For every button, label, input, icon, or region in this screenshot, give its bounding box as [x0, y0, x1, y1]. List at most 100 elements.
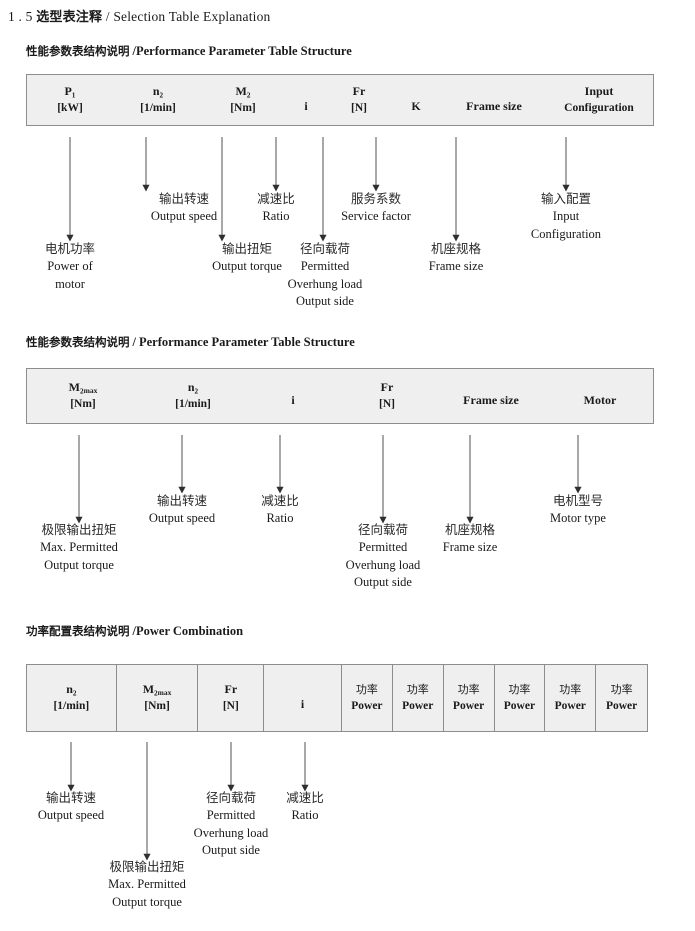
annotation-3-overhung-load-cn: 径向载荷: [205, 790, 256, 805]
table3-col-power-6-en: Power: [605, 699, 638, 712]
table2-col-m2max: M₂max [Nm]: [27, 369, 139, 423]
table1-col-n2-unit: [1/min]: [140, 102, 176, 115]
table3-col-power-2-cn: 功率: [406, 682, 429, 696]
annotation-2-overhung-load-en-2: Overhung load: [345, 557, 421, 572]
annotation-3-output-speed: 输出转速 Output speed: [14, 789, 128, 825]
table3-col-fr: Fr [N]: [198, 665, 265, 731]
table2-col-m2max-unit: [Nm]: [70, 398, 96, 411]
annotation-2-output-speed: 输出转速 Output speed: [122, 492, 242, 528]
table1-col-i: i: [283, 75, 329, 125]
power-combination-table: n₂ [1/min] M₂max [Nm] Fr [N] i 功率 Power …: [26, 664, 648, 732]
table3-col-m2max-symbol: M₂max: [142, 681, 172, 697]
table3-col-m2max-unit: [Nm]: [144, 700, 170, 713]
annotation-1-output-speed: 输出转速 Output speed: [86, 190, 282, 226]
table3-col-power-3-en: Power: [452, 699, 485, 712]
table2-col-motor-label: Motor: [583, 392, 617, 407]
section-heading-1-chinese: 性能参数表结构说明: [26, 44, 130, 58]
annotation-1-overhung-load-en-2: Overhung load: [287, 276, 363, 291]
annotation-2-overhung-load-en-1: Permitted: [358, 539, 408, 554]
annotation-3-output-speed-en-1: Output speed: [37, 807, 105, 822]
annotation-1-overhung-load-en-3: Output side: [296, 294, 354, 309]
table2-col-i: i: [247, 369, 339, 423]
page-title-english: Selection Table Explanation: [113, 9, 271, 24]
table3-col-power-6-cn: 功率: [610, 682, 633, 696]
annotation-2-motor-type-cn: 电机型号: [552, 493, 603, 508]
table1-col-frame-size: Frame size: [443, 75, 545, 125]
annotation-3-ratio-en-1: Ratio: [291, 807, 319, 822]
annotation-1-motor-power-en-2: motor: [55, 276, 85, 291]
table3-col-m2max: M₂max [Nm]: [117, 665, 199, 731]
annotation-3-max-output-torque: 极限输出扭矩 Max. Permitted Output torque: [80, 858, 214, 911]
table1-col-n2: n₂ [1/min]: [113, 75, 203, 125]
table3-col-power-1-cn: 功率: [355, 682, 378, 696]
page-title-number: 1 . 5: [8, 9, 33, 24]
section-heading-2-chinese: 性能参数表结构说明: [26, 335, 130, 349]
table2-col-m2max-symbol: M₂max: [68, 379, 98, 395]
annotation-1-input-configuration-cn: 输入配置: [540, 191, 591, 206]
annotation-1-service-factor-cn: 服务系数: [350, 191, 401, 206]
table2-col-frame-size-label: Frame size: [463, 392, 519, 407]
annotation-1-input-configuration: 输入配置 Input Configuration: [504, 190, 628, 243]
annotation-3-overhung-load-en-3: Output side: [202, 843, 260, 858]
table1-col-input-line2: Configuration: [564, 102, 634, 115]
table1-col-input-configuration: Input Configuration: [545, 75, 653, 125]
page-title-separator: /: [105, 9, 110, 24]
table1-col-frame-size-label: Frame size: [466, 98, 522, 113]
table2-col-fr-symbol: Fr: [380, 379, 394, 394]
annotation-2-overhung-load: 径向载荷 Permitted Overhung load Output side: [324, 521, 442, 592]
annotation-1-input-configuration-en-2: Configuration: [530, 226, 602, 241]
annotation-2-max-output-torque-cn: 极限输出扭矩: [41, 522, 117, 537]
annotation-1-ratio-cn: 减速比: [257, 191, 295, 206]
annotation-1-motor-power-cn: 电机功率: [44, 241, 95, 256]
annotation-1-output-speed-cn: 输出转速: [158, 191, 209, 206]
table2-col-fr-unit: [N]: [379, 398, 395, 411]
table2-col-fr: Fr [N]: [339, 369, 435, 423]
section-heading-3-chinese: 功率配置表结构说明: [26, 624, 130, 638]
table1-col-input-line1: Input: [584, 83, 614, 98]
table3-col-power-1: 功率 Power: [342, 665, 393, 731]
annotation-2-ratio-en-1: Ratio: [266, 510, 294, 525]
annotation-2-max-output-torque: 极限输出扭矩 Max. Permitted Output torque: [14, 521, 144, 574]
table1-col-p1-symbol: P₁: [64, 83, 76, 98]
table3-col-power-3: 功率 Power: [444, 665, 495, 731]
annotation-2-output-speed-en-1: Output speed: [148, 510, 216, 525]
page-title: 1 . 5 选型表注释 / Selection Table Explanatio…: [8, 6, 271, 25]
page-title-chinese: 选型表注释: [36, 10, 103, 25]
table1-col-n2-symbol: n₂: [152, 83, 164, 98]
annotation-1-ratio: 减速比 Ratio: [226, 190, 326, 226]
performance-parameter-table-1: P₁ [kW] n₂ [1/min] M₂ [Nm] i Fr [N] K Fr…: [26, 74, 654, 126]
annotation-2-ratio: 减速比 Ratio: [238, 492, 322, 528]
annotation-1-input-configuration-en-1: Input: [552, 208, 580, 223]
annotation-1-overhung-load: 径向载荷 Permitted Overhung load Output side: [266, 240, 384, 311]
table3-col-power-5-en: Power: [554, 699, 586, 712]
section-heading-2-english: Performance Parameter Table Structure: [138, 335, 355, 349]
annotation-2-motor-type: 电机型号 Motor type: [524, 492, 632, 528]
annotation-1-frame-size-cn: 机座规格: [430, 241, 481, 256]
annotation-3-max-output-torque-en-1: Max. Permitted: [108, 876, 186, 891]
table3-col-power-2-en: Power: [402, 699, 434, 712]
table2-col-n2: n₂ [1/min]: [139, 369, 247, 423]
section-heading-3-separator: /: [132, 624, 136, 638]
annotation-2-frame-size: 机座规格 Frame size: [420, 521, 520, 557]
table1-col-i-symbol: i: [304, 98, 308, 113]
section-heading-2-separator: /: [132, 335, 136, 349]
annotation-1-overhung-load-en-1: Permitted: [300, 258, 350, 273]
table3-col-n2-unit: [1/min]: [53, 700, 90, 713]
annotation-2-frame-size-en-1: Frame size: [442, 539, 498, 554]
table1-col-fr-symbol: Fr: [352, 83, 366, 98]
section-heading-2: 性能参数表结构说明 / Performance Parameter Table …: [26, 334, 355, 350]
annotation-2-overhung-load-en-3: Output side: [354, 575, 412, 590]
annotation-1-overhung-load-cn: 径向载荷: [299, 241, 350, 256]
annotation-1-service-factor: 服务系数 Service factor: [318, 190, 434, 226]
annotation-2-max-output-torque-en-2: Output torque: [44, 557, 114, 572]
annotation-2-motor-type-en-1: Motor type: [550, 510, 606, 525]
annotation-1-motor-power-en-1: Power of: [47, 258, 93, 273]
table3-col-power-6: 功率 Power: [596, 665, 647, 731]
table1-col-fr: Fr [N]: [329, 75, 389, 125]
table2-col-n2-unit: [1/min]: [175, 398, 211, 411]
annotation-3-overhung-load-en-1: Permitted: [206, 807, 256, 822]
annotation-3-max-output-torque-en-2: Output torque: [112, 894, 182, 909]
table1-col-m2-unit: [Nm]: [230, 102, 256, 115]
annotation-1-frame-size: 机座规格 Frame size: [406, 240, 506, 276]
table3-col-power-4-cn: 功率: [508, 682, 531, 696]
